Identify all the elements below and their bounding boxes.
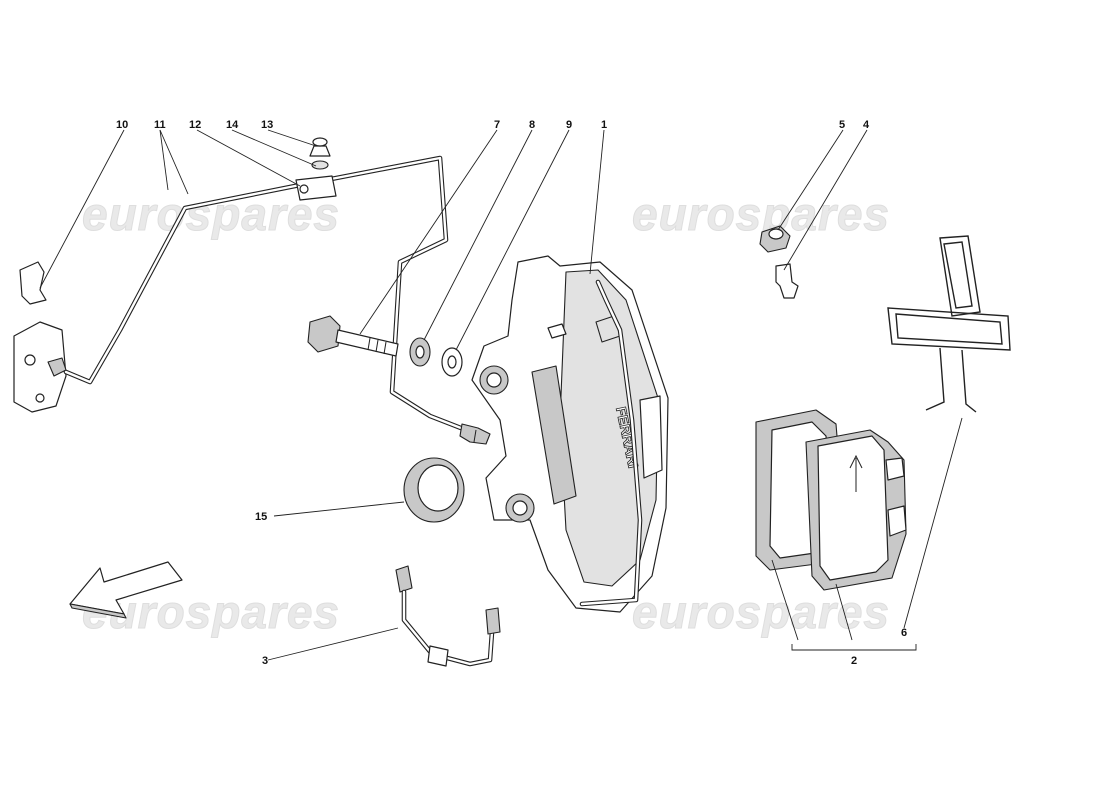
direction-arrow-icon [69, 561, 183, 619]
callout-10: 10 [116, 119, 128, 131]
part-brake-pads [755, 409, 907, 591]
watermark-top-right: eurospares [632, 188, 890, 240]
callout-13: 13 [261, 119, 273, 131]
part-seal-ring [403, 457, 465, 523]
part-brake-caliper: FERRARI [471, 255, 669, 613]
watermarks: eurospares eurospares eurospares eurospa… [82, 188, 890, 639]
watermark-bottom-right: eurospares [632, 586, 890, 638]
leader-lines [39, 129, 963, 661]
callout-7: 7 [494, 119, 500, 131]
part-pad-spring [887, 235, 1011, 413]
part-washers [409, 337, 463, 377]
callout-14: 14 [226, 119, 239, 131]
callout-2: 2 [851, 655, 857, 667]
part-pipe-clamp [295, 137, 337, 201]
callout-6: 6 [901, 627, 907, 639]
part-bleed-screw [759, 225, 799, 299]
callout-9: 9 [566, 119, 572, 131]
part-clip-bracket [13, 261, 67, 413]
callout-12: 12 [189, 119, 201, 131]
callout-11: 11 [154, 119, 166, 131]
callout-5: 5 [839, 119, 845, 131]
callout-labels: 10 11 12 14 13 7 8 9 1 5 4 15 3 6 2 [116, 119, 907, 667]
callout-3: 3 [262, 655, 268, 667]
callout-8: 8 [529, 119, 535, 131]
callout-15: 15 [255, 511, 267, 523]
callout-4: 4 [863, 119, 870, 131]
callout-1: 1 [601, 119, 607, 131]
watermark-top-left: eurospares [82, 188, 340, 240]
part-flexible-hose [395, 565, 501, 667]
part-bolt [307, 315, 399, 357]
part-brake-pipe [63, 155, 491, 445]
